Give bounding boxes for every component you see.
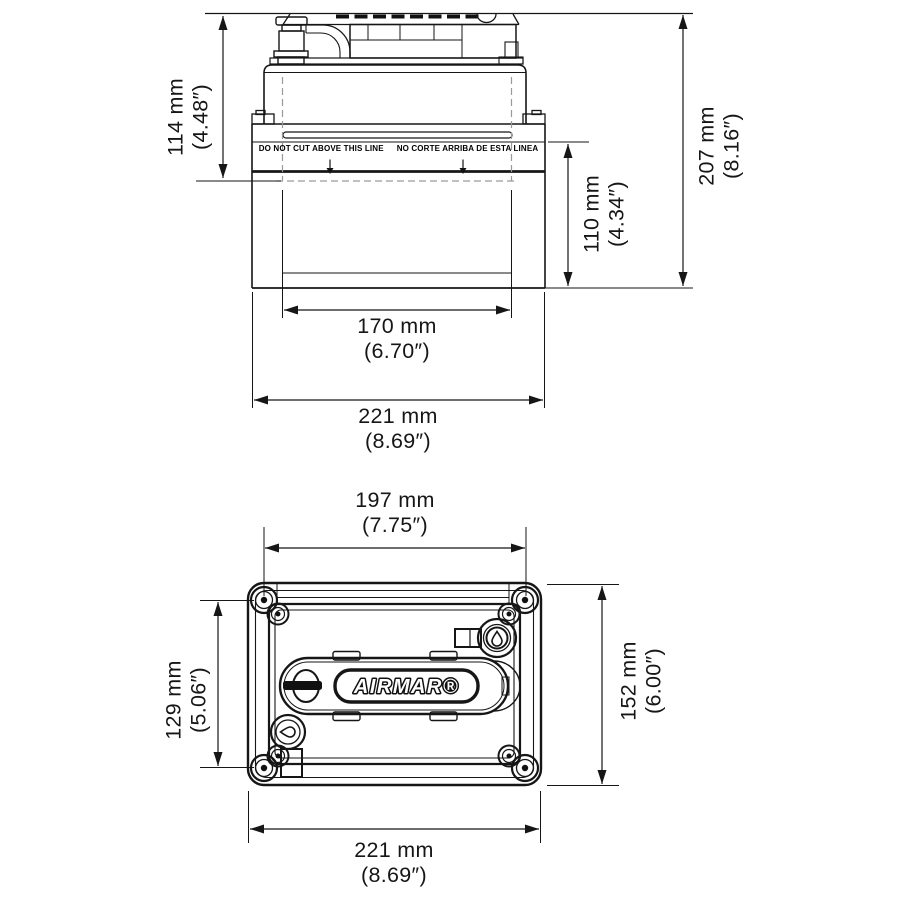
dim-below-line-label: 110 mm (4.34″)	[579, 175, 629, 253]
corner-screw	[510, 585, 540, 615]
tank-outer-edge	[246, 581, 543, 787]
warning-text-english: DO NOT CUT ABOVE THIS LINE	[258, 144, 384, 153]
dim-overall-depth-label: 152 mm (6.00″)	[616, 641, 666, 721]
drain-cap	[269, 713, 307, 778]
airmar-logo-text: AIRMAR®	[353, 676, 459, 698]
bolt-tabs	[251, 109, 546, 125]
droplet-icon	[491, 630, 503, 647]
corner-screws	[249, 585, 540, 783]
airmar-logo-plate	[333, 668, 480, 704]
lid-screw	[266, 602, 290, 626]
upper-body	[263, 64, 527, 124]
dim-lid-height-label: 114 mm (4.48″)	[163, 78, 213, 156]
do-not-cut-warning: DO NOT CUT ABOVE THIS LINE NO CORTE ARRI…	[252, 145, 545, 153]
top-view-dimensions	[200, 527, 619, 843]
lid-cup-detail	[476, 13, 497, 24]
side-view-dimensions	[196, 15, 693, 408]
cut-region-dashed	[276, 77, 518, 182]
droplet-icon	[279, 726, 296, 738]
corner-screw	[249, 753, 279, 783]
vent-slots-icon	[336, 14, 479, 19]
lower-body	[251, 123, 546, 318]
transducer-housing: AIRMAR®	[278, 650, 521, 722]
fill-valve	[454, 617, 518, 659]
lid-screw	[497, 744, 521, 768]
dim-overall-height-label: 207 mm (8.16″)	[694, 106, 744, 186]
side-view	[205, 12, 693, 318]
dim-hole-spacing-label: 129 mm (5.06″)	[161, 660, 211, 740]
dim-lid-width-label: 197 mm (7.75″)	[355, 488, 435, 537]
dim-inner-width-label: 170 mm (6.70″)	[357, 314, 437, 363]
corner-screw	[510, 753, 540, 783]
dim-overall-width-bottom-label: 221 mm (8.69″)	[354, 838, 434, 887]
top-view: AIRMAR®	[246, 581, 543, 787]
cut-line-arrow-icon	[326, 159, 467, 174]
lid-hook	[305, 24, 351, 58]
warning-text-spanish: NO CORTE ARRIBA DE ESTA LINEA	[396, 144, 539, 153]
lid-screw	[497, 602, 521, 626]
retainer-bar	[283, 681, 322, 690]
dim-overall-width-top-label: 221 mm (8.69″)	[358, 404, 438, 453]
vent-fitting	[273, 16, 309, 65]
